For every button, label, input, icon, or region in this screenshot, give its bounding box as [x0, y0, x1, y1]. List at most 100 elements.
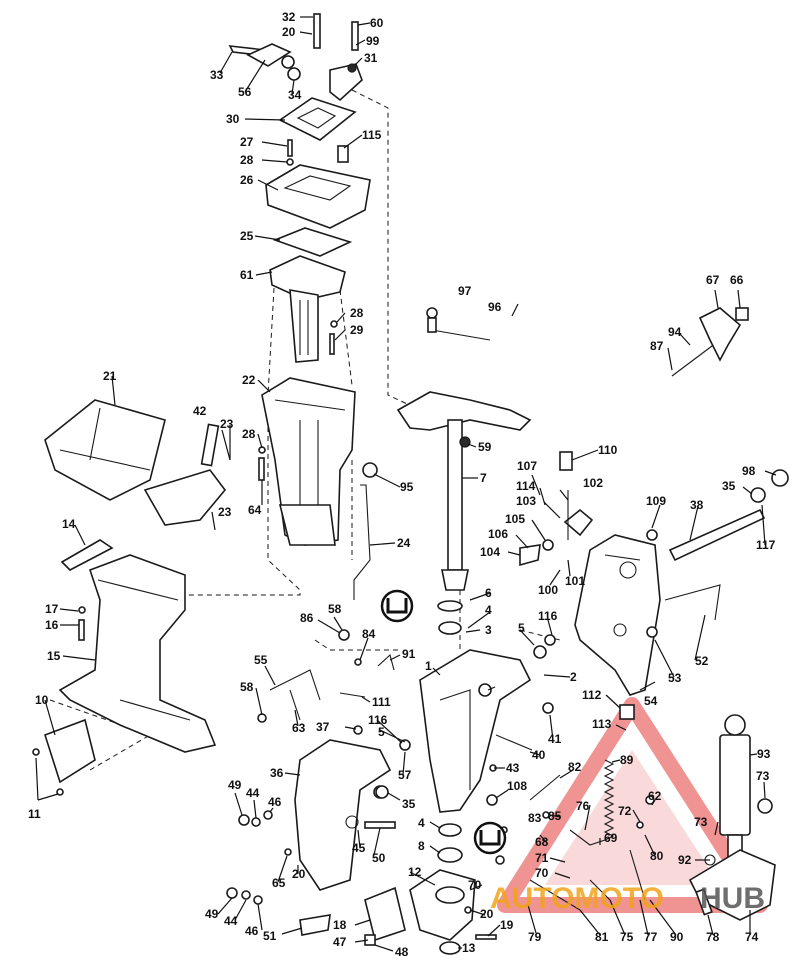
callout-42: 42 [193, 404, 207, 418]
callout-8: 8 [418, 839, 425, 853]
callout-59: 59 [478, 440, 492, 454]
callout-38: 38 [690, 498, 704, 512]
exhaust-housing-stack [265, 139, 371, 363]
callout-20: 20 [292, 867, 306, 881]
callout-73: 73 [694, 815, 708, 829]
callout-29: 29 [350, 323, 364, 337]
callout-82: 82 [568, 760, 582, 774]
shift-linkage [257, 629, 395, 723]
callout-36: 36 [270, 766, 284, 780]
callout-71: 71 [535, 851, 549, 865]
callout-100: 100 [538, 583, 558, 597]
callout-109: 109 [646, 494, 666, 508]
callout-23: 23 [218, 505, 232, 519]
callout-86: 86 [300, 611, 314, 625]
callout-28: 28 [240, 153, 254, 167]
callout-97: 97 [458, 284, 472, 298]
callout-73: 73 [756, 769, 770, 783]
callout-57: 57 [398, 768, 412, 782]
callout-27: 27 [240, 135, 254, 149]
callout-22: 22 [242, 373, 256, 387]
callout-98: 98 [742, 464, 756, 478]
callout-112: 112 [582, 688, 602, 702]
callout-94: 94 [668, 325, 682, 339]
callout-67: 67 [706, 273, 720, 287]
callout-80: 80 [650, 849, 664, 863]
watermark-text: AUTOMOTO HUB [490, 882, 765, 915]
callout-89: 89 [620, 753, 634, 767]
callout-102: 102 [583, 476, 603, 490]
callout-7: 7 [480, 471, 487, 485]
lower-mount-12 [299, 823, 476, 955]
callout-35: 35 [722, 479, 736, 493]
spring-89 [603, 704, 635, 841]
callout-labels: 32 60 20 99 31 33 56 34 30 115 27 28 26 … [28, 10, 776, 959]
callout-92: 92 [678, 853, 692, 867]
callout-13: 13 [462, 941, 476, 955]
callout-46: 46 [268, 795, 282, 809]
callout-87: 87 [650, 339, 664, 353]
callout-63: 63 [292, 721, 306, 735]
callout-44: 44 [224, 914, 238, 928]
callout-12: 12 [408, 865, 422, 879]
callout-15: 15 [47, 649, 61, 663]
callout-61: 61 [240, 268, 254, 282]
callout-60: 60 [370, 16, 384, 30]
linkage-rod-96 [426, 307, 491, 341]
callout-31: 31 [364, 51, 378, 65]
callout-34: 34 [288, 88, 302, 102]
callout-113: 113 [592, 717, 612, 731]
stern-bracket-54 [574, 534, 721, 696]
callout-108: 108 [507, 779, 527, 793]
callout-54: 54 [644, 694, 658, 708]
driveshaft [396, 391, 532, 591]
callout-110: 110 [598, 443, 618, 457]
callout-65: 65 [272, 876, 286, 890]
callout-111: 111 [372, 695, 391, 709]
callout-37: 37 [316, 720, 330, 734]
watermark-brand-right: HUB [700, 882, 765, 915]
callout-5: 5 [378, 725, 385, 739]
callout-26: 26 [240, 173, 254, 187]
callout-14: 14 [62, 517, 76, 531]
callout-68: 68 [535, 835, 549, 849]
callout-11: 11 [28, 807, 41, 821]
assembly-guide-lines [49, 89, 561, 771]
callout-90: 90 [670, 930, 684, 944]
top-bracket-assembly [228, 13, 363, 141]
callout-18: 18 [333, 918, 347, 932]
callout-20: 20 [282, 25, 296, 39]
callout-70: 70 [535, 866, 549, 880]
callout-5: 5 [518, 621, 525, 635]
callout-70: 70 [468, 878, 482, 892]
callout-99: 99 [366, 34, 380, 48]
callout-66: 66 [730, 273, 744, 287]
callout-76: 76 [576, 799, 590, 813]
callout-47: 47 [333, 935, 347, 949]
callout-16: 16 [45, 618, 59, 632]
watermark-brand-left: AUTOMOTO [490, 882, 664, 915]
grease-symbol-icon [380, 589, 414, 623]
callout-74: 74 [745, 930, 759, 944]
callout-3: 3 [485, 623, 492, 637]
callout-24: 24 [397, 536, 411, 550]
callout-116: 116 [368, 713, 388, 727]
lever-assembly-94 [671, 307, 749, 377]
callout-72: 72 [618, 804, 632, 818]
callout-10: 10 [35, 693, 49, 707]
callout-56: 56 [238, 85, 252, 99]
callout-77: 77 [644, 930, 658, 944]
callout-62: 62 [648, 789, 662, 803]
callout-83: 83 [528, 811, 542, 825]
side-cover [32, 718, 96, 796]
callout-101: 101 [565, 574, 585, 588]
callout-58: 58 [328, 602, 342, 616]
callout-64: 64 [248, 503, 262, 517]
callout-41: 41 [548, 732, 562, 746]
callout-23: 23 [220, 417, 234, 431]
callout-48: 48 [395, 945, 409, 959]
callout-103: 103 [516, 494, 536, 508]
callout-79: 79 [528, 930, 542, 944]
callout-114: 114 [516, 479, 536, 493]
